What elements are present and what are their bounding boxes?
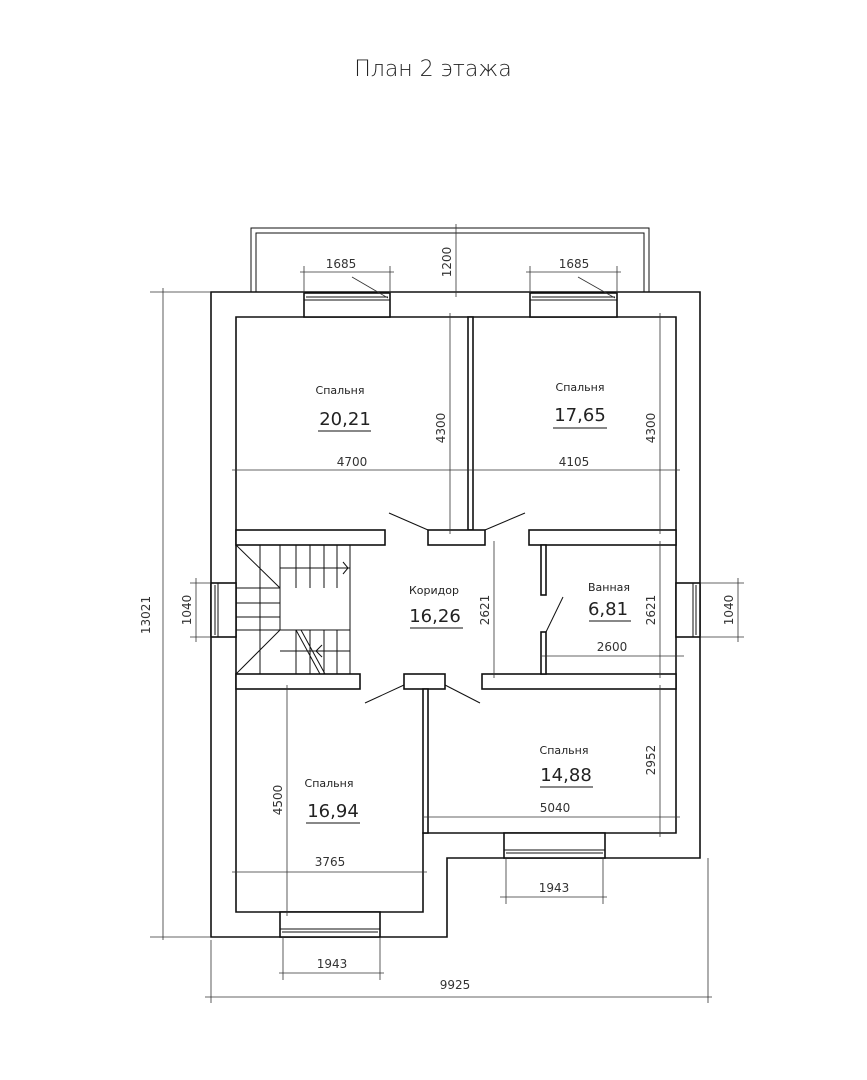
- dim-bedroom2-width: 4105: [559, 455, 590, 469]
- room-area: 16,26: [409, 606, 461, 627]
- room-area: 14,88: [540, 765, 592, 786]
- room-area: 16,94: [307, 801, 359, 822]
- room-area: 6,81: [588, 599, 628, 620]
- doors: [364, 512, 564, 704]
- dim-bedroom1-width: 4700: [337, 455, 368, 469]
- dim-total-height: 13021: [139, 596, 153, 634]
- dim-bedroom4-width: 3765: [315, 855, 346, 869]
- dim-bath-height: 2621: [644, 595, 658, 626]
- room-labels: Спальня 20,21 Спальня 17,65 Коридор 16,2…: [305, 381, 631, 824]
- dim-bedroom2-height: 4300: [644, 413, 658, 444]
- dim-window-top-left: 1685: [326, 257, 357, 271]
- room-name: Коридор: [409, 584, 459, 597]
- room-name: Ванная: [588, 581, 630, 594]
- dimension-lines: [150, 224, 744, 1003]
- staircase: [235, 544, 351, 675]
- dim-bedroom3-width: 5040: [540, 801, 571, 815]
- dim-bedroom1-height: 4300: [434, 413, 448, 444]
- room-name: Спальня: [556, 381, 605, 394]
- room-area: 20,21: [319, 409, 371, 430]
- dim-corridor-height: 2621: [478, 595, 492, 626]
- room-name: Спальня: [305, 777, 354, 790]
- dim-window-right: 1040: [722, 595, 736, 626]
- dim-window-top-right: 1685: [559, 257, 590, 271]
- dimension-labels: 13021 9925 1040 1040 1685 1685 1200 4300…: [139, 247, 736, 992]
- dim-window-bottom-right: 1943: [539, 881, 570, 895]
- room-area: 17,65: [554, 405, 606, 426]
- plan-title: План 2 этажа: [354, 57, 512, 82]
- dim-bedroom3-height: 2952: [644, 745, 658, 776]
- windows: [210, 292, 701, 938]
- dim-bath-width: 2600: [597, 640, 628, 654]
- dim-window-bottom-left: 1943: [317, 957, 348, 971]
- dim-bedroom4-height: 4500: [271, 785, 285, 816]
- dim-window-left: 1040: [180, 595, 194, 626]
- room-name: Спальня: [540, 744, 589, 757]
- interior-walls: [235, 316, 677, 834]
- room-name: Спальня: [316, 384, 365, 397]
- dim-balcony-depth: 1200: [440, 247, 454, 278]
- dim-total-width: 9925: [440, 978, 471, 992]
